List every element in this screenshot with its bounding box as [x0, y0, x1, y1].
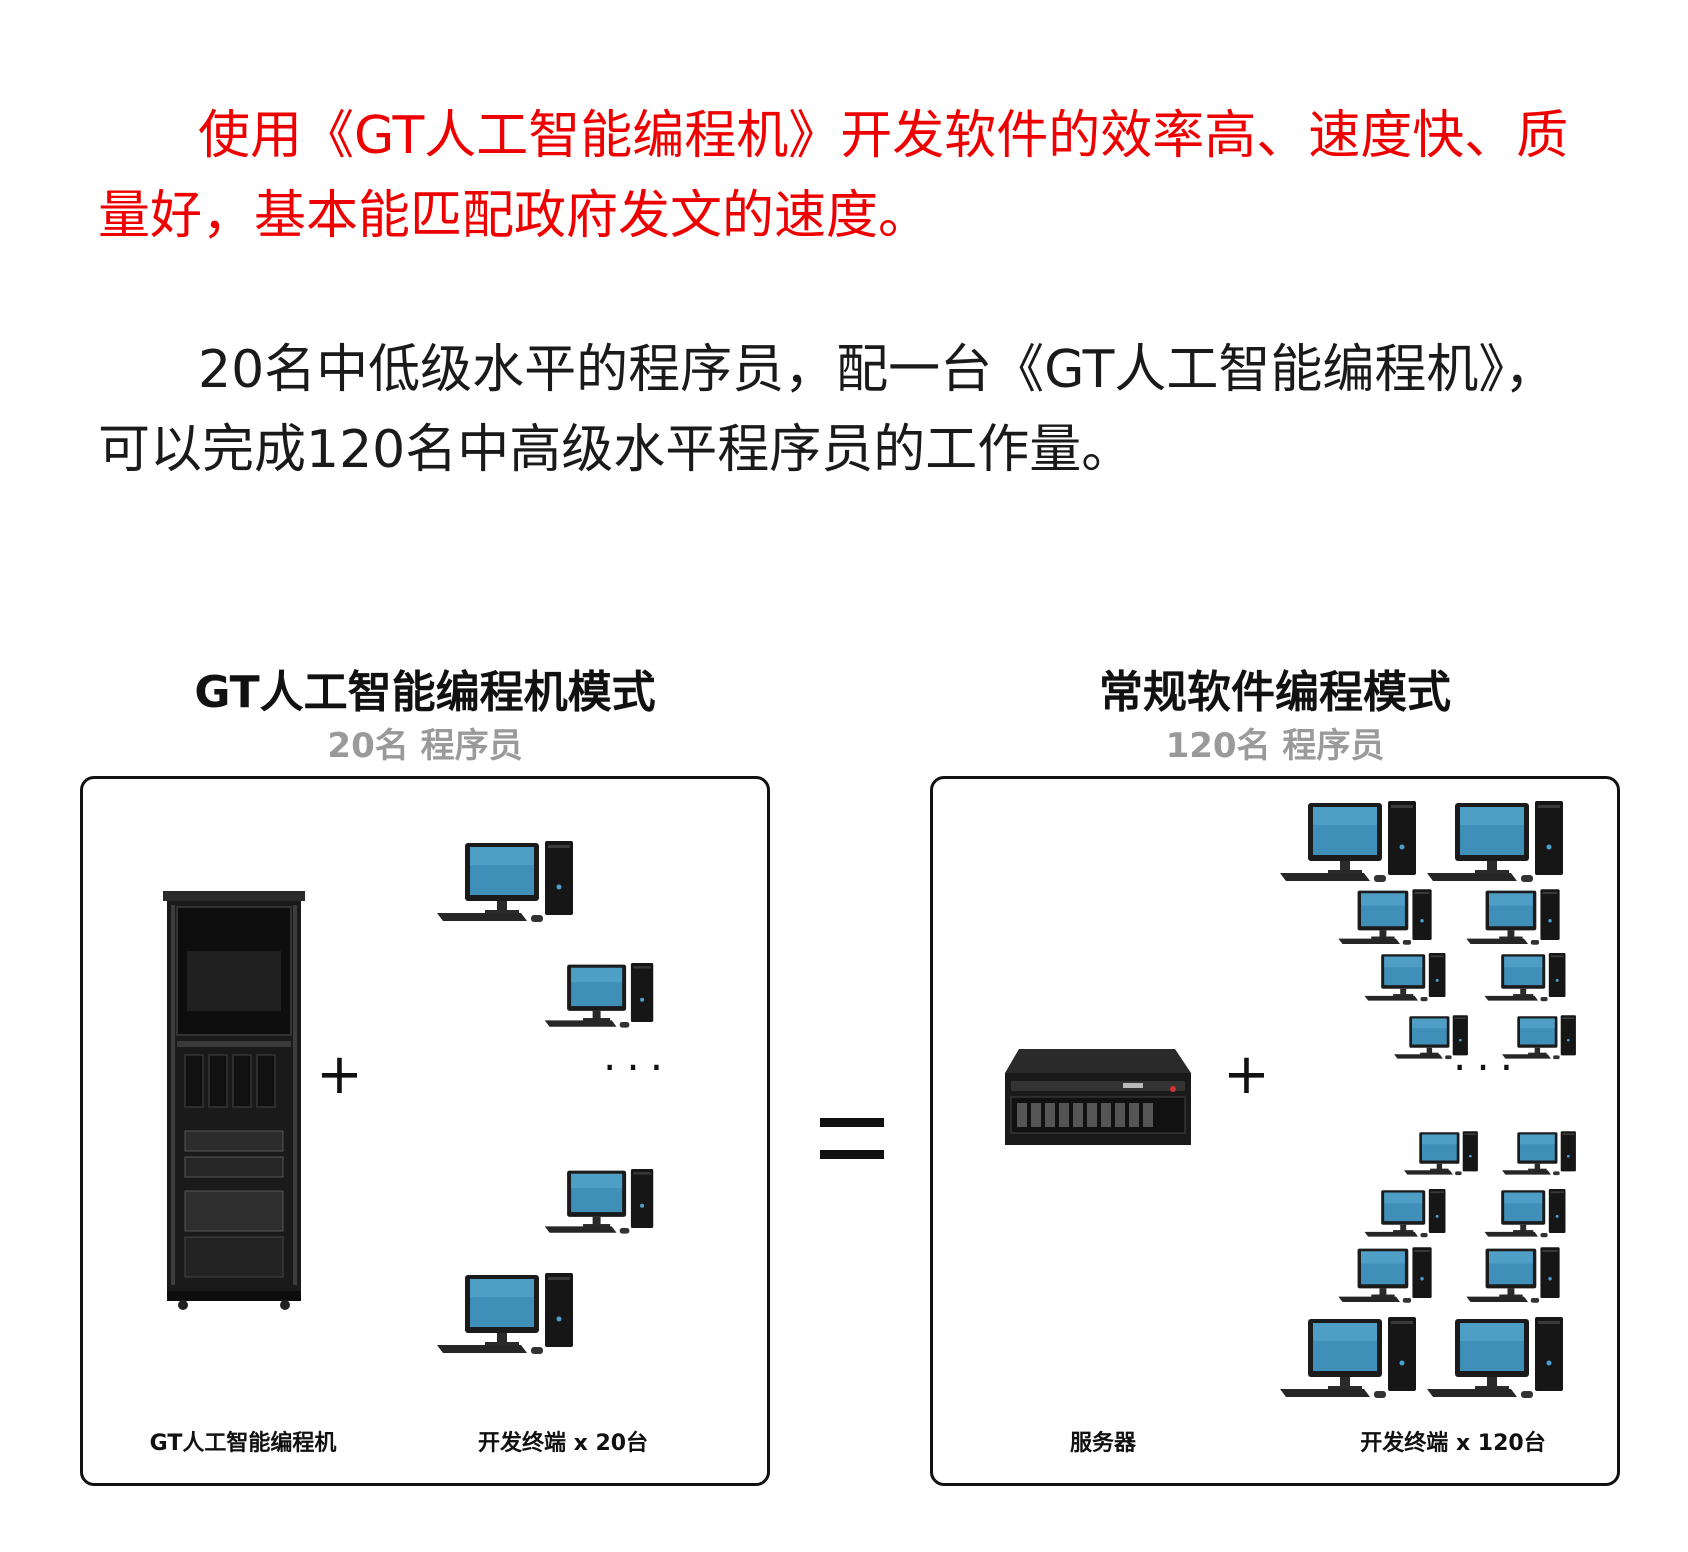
right-mode-title: 常规软件编程模式 — [1099, 667, 1451, 718]
intro-paragraph-2-text: 20名中低级水平的程序员，配一台《GT人工智能编程机》，可以完成120名中高级水… — [98, 340, 1557, 480]
right-mode-panel: + ··· 服务器 开发终端 x 120台 — [930, 776, 1620, 1486]
plus-sign: + — [1223, 1042, 1270, 1107]
desktop-computer-icon — [544, 963, 654, 1028]
desktop-computer-icon — [1364, 1189, 1446, 1238]
rack-server-icon — [1005, 1049, 1191, 1145]
left-mode-subtitle: 20名 程序员 — [327, 726, 523, 766]
right-mode-subtitle: 120名 程序员 — [1165, 726, 1385, 766]
desktop-computer-icon — [1280, 801, 1416, 882]
server-rack-icon — [163, 891, 305, 1310]
equals-sign — [820, 1118, 884, 1162]
desktop-computer-icon — [1484, 953, 1566, 1002]
desktop-computer-icon — [1427, 801, 1563, 882]
desktop-computer-icon — [1404, 1131, 1478, 1176]
desktop-computer-icon — [1484, 1189, 1566, 1238]
device-caption: GT人工智能编程机 — [149, 1431, 337, 1456]
desktop-computer-icon — [437, 841, 573, 922]
desktop-computer-icon — [1427, 1317, 1563, 1398]
intro-paragraph-highlight: 使用《GT人工智能编程机》开发软件的效率高、速度快、质量好，基本能匹配政府发文的… — [98, 96, 1598, 256]
left-mode-panel: + ··· GT人工智能编程机 开发终端 x 20台 — [80, 776, 770, 1486]
ellipsis: ··· — [603, 1043, 674, 1092]
desktop-computer-icon — [1466, 1247, 1560, 1303]
left-mode-title: GT人工智能编程机模式 — [194, 667, 656, 718]
desktop-computer-icon — [544, 1169, 654, 1234]
desktop-computer-icon — [437, 1273, 573, 1354]
ellipsis: ··· — [1453, 1043, 1524, 1092]
desktop-computer-icon — [1466, 889, 1560, 945]
device-caption: 服务器 — [1069, 1431, 1136, 1456]
desktop-computer-icon — [1338, 889, 1432, 945]
desktop-computer-icon — [1364, 953, 1446, 1002]
terminals-caption: 开发终端 x 20台 — [477, 1431, 649, 1456]
desktop-computer-icon — [1502, 1131, 1576, 1176]
plus-sign: + — [316, 1042, 363, 1107]
terminals-caption: 开发终端 x 120台 — [1360, 1431, 1546, 1456]
desktop-computer-icon — [1338, 1247, 1432, 1303]
desktop-computer-icon — [1280, 1317, 1416, 1398]
intro-paragraph: 20名中低级水平的程序员，配一台《GT人工智能编程机》，可以完成120名中高级水… — [98, 330, 1598, 490]
intro-paragraph-1-text: 使用《GT人工智能编程机》开发软件的效率高、速度快、质量好，基本能匹配政府发文的… — [98, 106, 1569, 246]
